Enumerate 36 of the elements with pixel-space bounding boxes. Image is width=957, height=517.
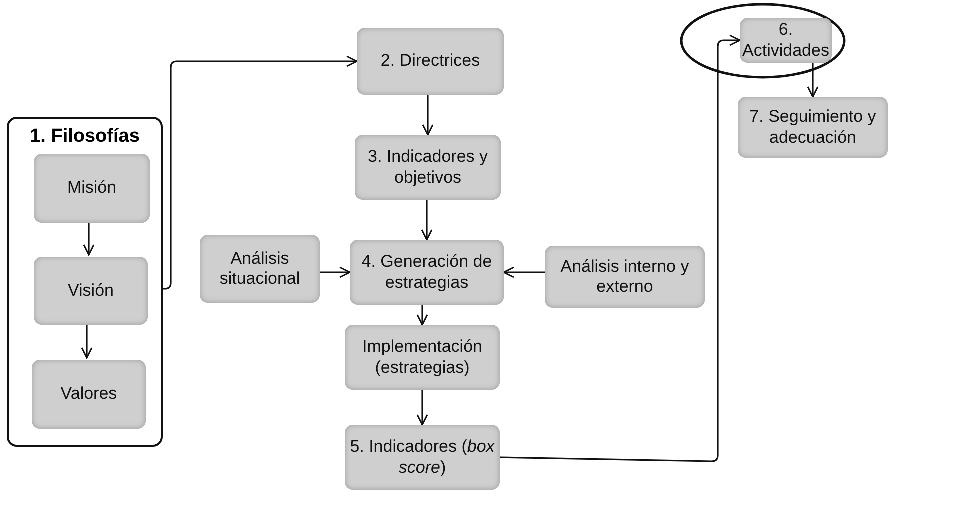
process-box [345,425,500,490]
process-box [355,135,501,200]
box-text: Análisis situacional [218,248,302,290]
box-text: 3. Indicadores y objetivos [366,147,489,188]
process-box [738,97,888,158]
arrow [83,221,95,256]
box-text: 5. Indicadores (box score) [349,437,496,478]
arrow [422,95,434,136]
arrow [807,63,819,98]
box-text: 2. Directrices [380,51,480,72]
box-text: 6. Actividades [742,20,830,61]
arrow [416,305,428,326]
arrow [162,56,358,290]
process-box [34,257,148,325]
box-text: Análisis interno y externo [560,256,690,298]
arrow [421,200,433,241]
arrow [81,323,93,359]
arrow [320,266,351,278]
box-text: Visión [68,280,114,302]
group-frame [7,117,163,447]
box-text: Implementación (estrategias) [361,337,484,378]
process-box [357,28,504,95]
process-box [200,235,320,303]
arrow [503,266,545,278]
box-text: Valores [60,384,118,405]
group-heading: 1. Filosofías [29,125,141,149]
arrow [500,34,741,462]
process-box [545,246,705,308]
process-box [32,360,146,429]
arrow [416,390,428,426]
process-box [345,325,500,390]
process-box [350,240,504,305]
process-box [34,154,150,223]
box-text: 4. Generación de estrategias [360,252,494,293]
box-text: Misión [67,178,117,199]
box-text: 7. Seguimiento y adecuación [748,107,878,148]
